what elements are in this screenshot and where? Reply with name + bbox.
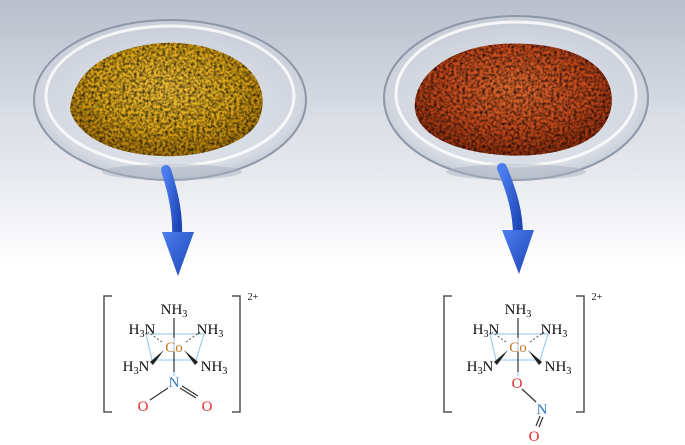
red-powder [414, 43, 612, 156]
left-oxygen-right: O [202, 399, 213, 415]
left-ligand-lower-right: NH3 [201, 359, 228, 377]
left-ligand-lower-left: H3N [123, 359, 150, 377]
right-ligand-top: NH3 [505, 302, 532, 320]
right-bracket [232, 295, 241, 413]
left-ligand-upper-right: NH3 [197, 322, 224, 340]
left-cobalt: Co [165, 340, 183, 356]
right-charge: 2+ [592, 292, 603, 303]
left-bracket [103, 295, 112, 413]
right-complex-structure: NH3 H3N NH3 Co H3N NH3 O N O 2+ [443, 292, 603, 445]
right-arrow-icon [497, 163, 534, 274]
left-oxygen-left: O [138, 399, 149, 415]
left-ligand-top: NH3 [161, 302, 188, 320]
left-bracket [443, 295, 452, 413]
left-complex-structure: NH3 H3N NH3 Co H3N NH3 N O O 2+ [103, 292, 259, 415]
right-nitrogen: N [537, 402, 548, 418]
right-bracket [576, 295, 585, 413]
right-ligand-upper-right: NH3 [541, 322, 568, 340]
yellow-powder [70, 42, 263, 157]
right-oxygen-end: O [529, 429, 540, 445]
left-nitrogen: N [169, 375, 180, 391]
left-ligand-upper-left: H3N [129, 322, 156, 340]
right-oxygen-bound: O [512, 376, 523, 392]
right-ligand-lower-left: H3N [467, 359, 494, 377]
right-cobalt: Co [509, 340, 527, 356]
right-ligand-upper-left: H3N [473, 322, 500, 340]
left-charge: 2+ [248, 292, 259, 303]
left-arrow-icon [161, 165, 194, 276]
right-ligand-lower-right: NH3 [545, 359, 572, 377]
